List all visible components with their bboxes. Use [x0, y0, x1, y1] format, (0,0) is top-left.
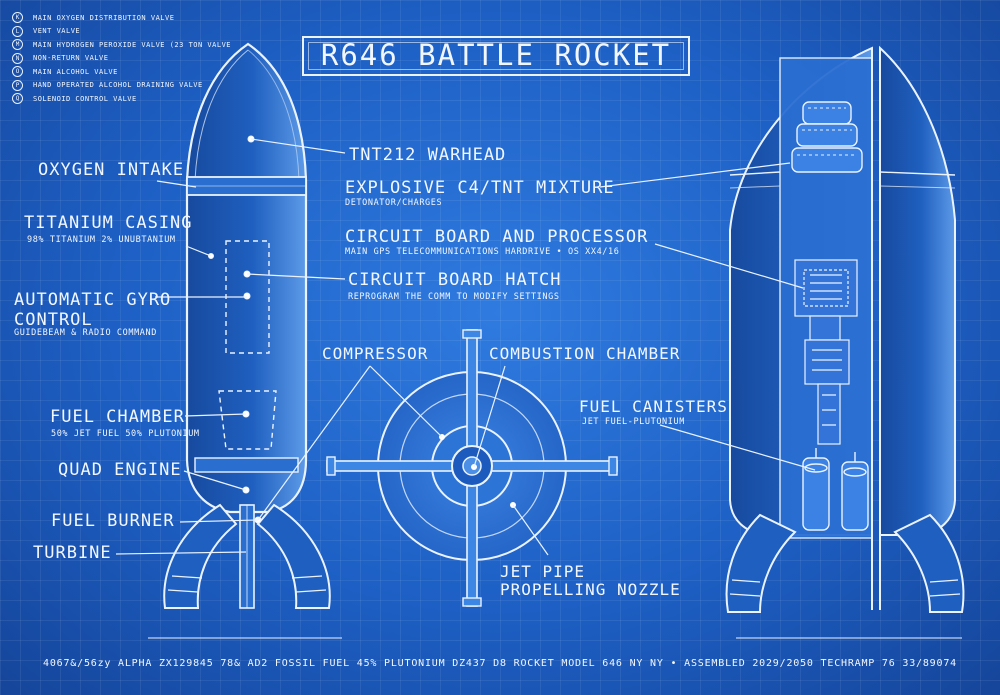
page-title: R646 BATTLE ROCKET — [320, 38, 672, 72]
label-combustion-chamber: COMBUSTION CHAMBER — [489, 344, 681, 363]
label-titanium-casing: TITANIUM CASING — [24, 213, 193, 233]
right-rocket — [725, 45, 965, 613]
label-gyro-line1: AUTOMATIC GYRO — [14, 290, 172, 310]
label-oxygen-intake: OXYGEN INTAKE — [38, 160, 185, 180]
legend-text: MAIN HYDROGEN PEROXIDE VALVE (23 TON VAL… — [33, 40, 232, 49]
warhead-cylinder-2 — [796, 123, 858, 147]
label-quad-engine: QUAD ENGINE — [58, 460, 182, 480]
right-rocket-right-half — [879, 45, 956, 536]
label-circuit-board-sub: MAIN GPS TELECOMMUNICATIONS HARDRIVE • O… — [345, 247, 620, 257]
label-circuit-board: CIRCUIT BOARD AND PROCESSOR — [345, 227, 649, 247]
label-gyro-line2: CONTROL — [14, 310, 93, 330]
legend-text: NON-RETURN VALVE — [33, 54, 109, 63]
warhead-cylinder-1 — [802, 101, 852, 125]
label-explosive: EXPLOSIVE C4/TNT MIXTURE — [345, 178, 615, 198]
label-fuel-chamber: FUEL CHAMBER — [50, 407, 185, 427]
label-fuel-burner: FUEL BURNER — [51, 511, 175, 531]
left-rocket — [163, 42, 331, 609]
legend-text: VENT VALVE — [33, 27, 81, 36]
label-titanium-casing-sub: 98% TITANIUM 2% UNUBTANIUM — [27, 235, 176, 245]
label-jet-pipe-line1: JET PIPE — [500, 562, 586, 581]
label-fuel-canisters: FUEL CANISTERS — [579, 397, 728, 416]
label-turbine: TURBINE — [33, 543, 112, 563]
right-rocket-leg-left — [725, 513, 797, 613]
warhead-cylinder-3 — [791, 147, 863, 173]
legend-row: Q SOLENOID CONTROL VALVE — [12, 92, 231, 106]
fuel-canisters — [802, 448, 869, 531]
circuit-board — [794, 259, 858, 445]
footer-serial-text: 4067&/56zy ALPHA ZX129845 78& AD2 FOSSIL… — [43, 658, 957, 669]
label-explosive-sub: DETONATOR/CHARGES — [345, 198, 443, 208]
left-rocket-leg-left — [163, 503, 238, 609]
legend-row: N NON-RETURN VALVE — [12, 52, 231, 66]
legend-text: SOLENOID CONTROL VALVE — [33, 94, 137, 103]
label-jet-pipe-line2: PROPELLING NOZZLE — [500, 580, 681, 599]
legend-row: K MAIN OXYGEN DISTRIBUTION VALVE — [12, 11, 231, 25]
legend-text: MAIN OXYGEN DISTRIBUTION VALVE — [33, 13, 175, 22]
title-frame — [302, 36, 690, 76]
title-frame-inner — [308, 42, 684, 70]
legend-key: L — [12, 25, 23, 37]
legend-key: O — [12, 66, 23, 78]
legend-text: MAIN ALCOHOL VALVE — [33, 67, 118, 76]
legend-row: O MAIN ALCOHOL VALVE — [12, 65, 231, 79]
label-fuel-canisters-sub: JET FUEL-PLUTONIUM — [582, 417, 685, 427]
legend-key: K — [12, 12, 23, 24]
label-warhead: TNT212 WARHEAD — [349, 145, 507, 165]
legend-key: P — [12, 79, 23, 91]
valve-legend: K MAIN OXYGEN DISTRIBUTION VALVE L VENT VAL… — [12, 11, 231, 106]
leader-lines — [115, 138, 962, 639]
label-compressor: COMPRESSOR — [322, 344, 429, 363]
left-rocket-leg-right — [256, 503, 331, 609]
label-hatch-sub: REPROGRAM THE COMM TO MODIFY SETTINGS — [348, 292, 560, 302]
label-hatch: CIRCUIT BOARD HATCH — [348, 270, 562, 290]
legend-key: Q — [12, 93, 23, 105]
legend-key: M — [12, 39, 23, 51]
label-gyro-sub: GUIDEBEAM & RADIO COMMAND — [14, 328, 157, 338]
legend-key: N — [12, 52, 23, 64]
fuel-chamber-outline — [218, 390, 277, 450]
legend-row: L VENT VALVE — [12, 25, 231, 39]
legend-row: P HAND OPERATED ALCOHOL DRAINING VALVE — [12, 79, 231, 93]
right-rocket-leg-right — [893, 513, 965, 613]
legend-row: M MAIN HYDROGEN PEROXIDE VALVE (23 TON VA… — [12, 38, 231, 52]
legend-text: HAND OPERATED ALCOHOL DRAINING VALVE — [33, 81, 203, 90]
label-fuel-chamber-sub: 50% JET FUEL 50% PLUTONIUM — [51, 429, 200, 439]
